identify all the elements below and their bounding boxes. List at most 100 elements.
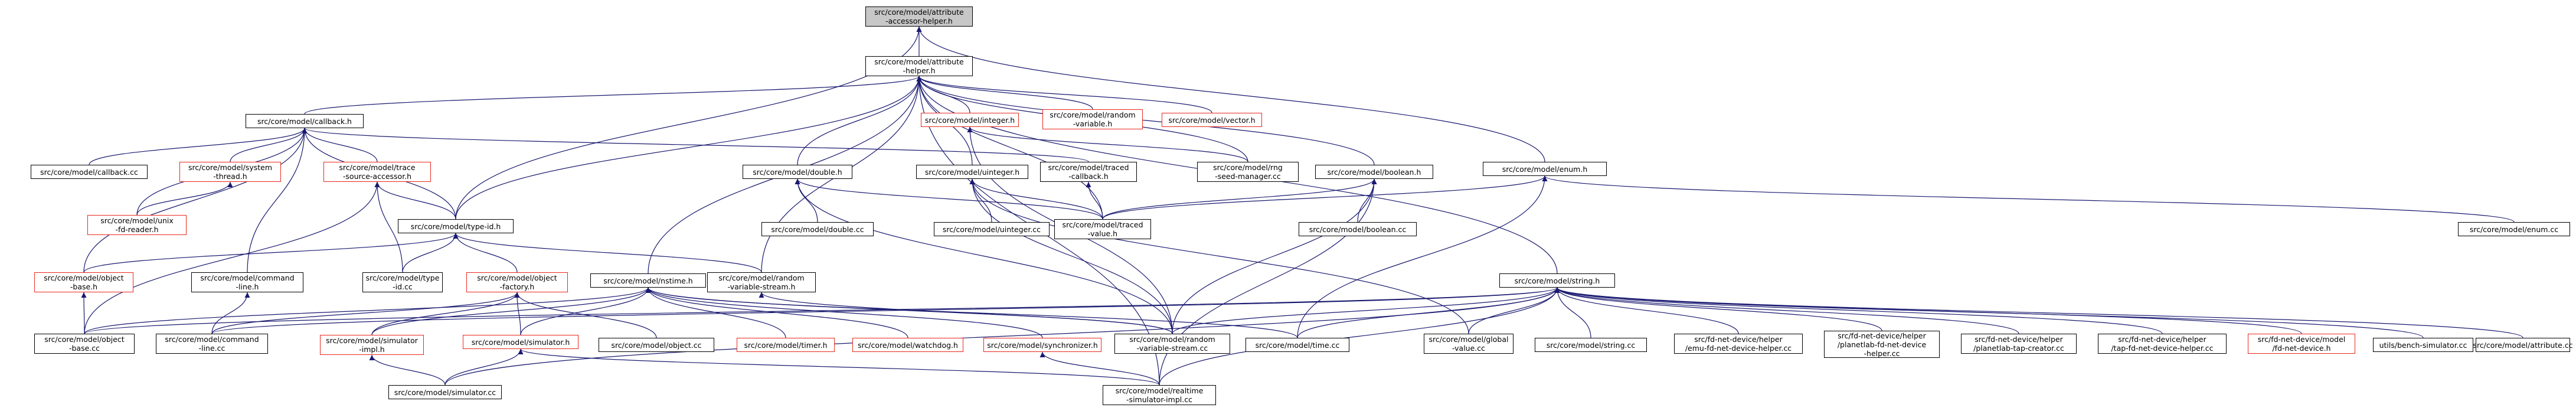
node-uinteger-cc[interactable]: src/core/model/uinteger.cc (934, 222, 1050, 236)
node-global-value-cc[interactable]: src/core/model/global -value.cc (1424, 334, 1513, 354)
edge-rv_stream_cc-to-string_h (1172, 287, 1560, 334)
edge-simulator_h-to-object_factory_h (514, 292, 521, 335)
node-time-cc[interactable]: src/core/model/time.cc (1245, 338, 1349, 352)
edge-type_id_h-to-root (455, 26, 922, 220)
edge-command_line_cc-to-command_line_h (211, 292, 250, 334)
node-callback-cc[interactable]: src/core/model/callback.cc (31, 165, 148, 179)
node-trace-source-accessor-h[interactable]: src/core/model/trace -source-accessor.h (323, 162, 431, 182)
node-traced-value-h[interactable]: src/core/model/traced -value.h (1054, 219, 1151, 239)
node-callback-h[interactable]: src/core/model/callback.h (246, 114, 364, 128)
edge-rv_stream_cc-to-uinteger_h (969, 178, 1173, 334)
node-planetlab-fd-net-device-helper-cc[interactable]: src/fd-net-device/helper /planetlab-fd-n… (1824, 331, 1940, 358)
edge-command_line_h-to-callback_h (247, 128, 308, 273)
node-command-line-h[interactable]: src/core/model/command -line.h (191, 272, 303, 292)
edge-realtime_sim_cc-to-boolean_h (1159, 178, 1377, 386)
edge-sim_impl_h-to-nstime_h (371, 287, 651, 335)
node-simulator-cc[interactable]: src/core/model/simulator.cc (388, 385, 502, 399)
edge-boolean_cc-to-boolean_h (1357, 178, 1377, 223)
node-traced-callback-h[interactable]: src/core/model/traced -callback.h (1040, 162, 1137, 182)
node-random-variable-stream-h[interactable]: src/core/model/random -variable-stream.h (707, 272, 816, 292)
edge-string_cc-to-string_h (1554, 287, 1591, 338)
node-fd-net-device-h[interactable]: src/fd-net-device/model /fd-net-device.h (2248, 334, 2355, 354)
edge-time_cc-to-nstime_h (645, 287, 1298, 338)
node-uinteger-h[interactable]: src/core/model/uinteger.h (916, 165, 1028, 179)
node-timer-h[interactable]: src/core/model/timer.h (737, 338, 835, 352)
node-object-cc[interactable]: src/core/model/object.cc (599, 338, 714, 352)
node-simulator-impl-h[interactable]: src/core/model/simulator -impl.h (320, 335, 424, 355)
edge-enum_h-to-root (916, 26, 1545, 162)
edge-random_var_h-to-ah (916, 76, 1093, 110)
edge-traced_value_h-to-ah (916, 76, 1103, 220)
node-attribute-helper-h[interactable]: src/core/model/attribute -helper.h (865, 56, 973, 76)
edge-rv_stream_cc-to-nstime_h (645, 287, 1173, 334)
edge-sim_impl_h-to-object_factory_h (371, 292, 520, 335)
edge-command_line_cc-to-object_factory_h (211, 292, 520, 334)
edge-object_base_h-to-type_id_h (83, 233, 459, 273)
edge-rng_seed_cc-to-integer_h (967, 126, 1248, 162)
edge-time_cc-to-enum_h (1297, 175, 1548, 338)
node-type-id-cc[interactable]: src/core/model/type -id.cc (362, 272, 443, 292)
node-emu-fd-net-device-helper-cc[interactable]: src/fd-net-device/helper /emu-fd-net-dev… (1674, 334, 1803, 354)
edge-simulator_h-to-nstime_h (520, 287, 651, 335)
node-boolean-cc[interactable]: src/core/model/boolean.cc (1299, 222, 1417, 236)
edge-callback_h-to-ah (304, 76, 922, 115)
node-rng-seed-manager-cc[interactable]: src/core/model/rng -seed-manager.cc (1197, 162, 1299, 182)
edge-planetlab_fd_cc-to-string_h (1554, 287, 1882, 331)
node-double-h[interactable]: src/core/model/double.h (743, 165, 852, 179)
node-double-cc[interactable]: src/core/model/double.cc (761, 222, 874, 236)
node-simulator-h[interactable]: src/core/model/simulator.h (463, 335, 578, 349)
node-string-h[interactable]: src/core/model/string.h (1499, 273, 1615, 288)
node-enum-cc[interactable]: src/core/model/enum.cc (2458, 222, 2570, 236)
node-command-line-cc[interactable]: src/core/model/command -line.cc (156, 334, 268, 354)
node-random-variable-h[interactable]: src/core/model/random -variable.h (1042, 109, 1143, 129)
node-boolean-h[interactable]: src/core/model/boolean.h (1315, 165, 1433, 179)
edge-type_id_cc-to-trace_src_h (374, 181, 403, 273)
edge-enum_cc-to-enum_h (1542, 175, 2515, 223)
edge-type_id_h-to-ah (455, 76, 922, 220)
edge-realtime_sim_cc-to-string_h (1159, 287, 1560, 386)
node-enum-h[interactable]: src/core/model/enum.h (1483, 162, 1607, 176)
edge-object_base_cc-to-trace_src_h (84, 181, 380, 334)
edge-type_id_cc-to-type_id_h (402, 233, 459, 273)
edge-double_cc-to-double_h (795, 178, 818, 223)
node-realtime-simulator-impl-cc[interactable]: src/core/model/realtime -simulator-impl.… (1103, 385, 1216, 405)
node-nstime-h[interactable]: src/core/model/nstime.h (590, 273, 706, 288)
edge-traced_value_h-to-uinteger_h (969, 178, 1103, 220)
node-random-variable-stream-cc[interactable]: src/core/model/random -variable-stream.c… (1114, 334, 1230, 354)
node-object-base-cc[interactable]: src/core/model/object -base.cc (34, 334, 135, 354)
node-planetlab-tap-creator-cc[interactable]: src/fd-net-device/helper /planetlab-tap-… (1961, 334, 2077, 354)
edge-traced_value_h-to-boolean_h (1102, 178, 1377, 220)
node-string-cc[interactable]: src/core/model/string.cc (1535, 338, 1647, 352)
node-attribute-cc[interactable]: src/core/model/attribute.cc (2473, 338, 2573, 352)
edge-synchronizer_h-to-nstime_h (645, 287, 1043, 338)
node-tap-fd-net-device-helper-cc[interactable]: src/fd-net-device/helper /tap-fd-net-dev… (2098, 334, 2227, 354)
edge-global_value_cc-to-uinteger_h (969, 178, 1469, 334)
node-watchdog-h[interactable]: src/core/model/watchdog.h (852, 338, 963, 352)
node-system-thread-h[interactable]: src/core/model/system -thread.h (179, 162, 281, 182)
edge-system_thread_h-to-callback_h (230, 128, 308, 162)
node-object-base-h[interactable]: src/core/model/object -base.h (34, 272, 133, 292)
edge-callback_cc-to-callback_h (89, 128, 308, 165)
edge-rv_stream_cc-to-boolean_h (1172, 178, 1377, 334)
node-unix-fd-reader-h[interactable]: src/core/model/unix -fd-reader.h (87, 215, 187, 235)
edge-emu_fd_cc-to-string_h (1554, 287, 1739, 334)
edge-simulator_cc-to-sim_impl_h (369, 354, 446, 386)
edge-type_id_h-to-trace_src_h (374, 181, 456, 220)
edge-rv_stream_cc-to-rv_stream_h (759, 292, 1173, 334)
edge-traced_value_h-to-double_h (795, 178, 1103, 220)
node-bench-simulator-cc[interactable]: utils/bench-simulator.cc (2373, 338, 2473, 352)
edge-simulator_cc-to-simulator_h (444, 348, 524, 386)
node-synchronizer-h[interactable]: src/core/model/synchronizer.h (983, 338, 1101, 352)
node-vector-h[interactable]: src/core/model/vector.h (1162, 113, 1262, 127)
node-type-id-h[interactable]: src/core/model/type-id.h (398, 219, 514, 233)
node-object-factory-h[interactable]: src/core/model/object -factory.h (466, 272, 568, 292)
edge-realtime_sim_cc-to-synchronizer_h (1039, 351, 1160, 386)
node-integer-h[interactable]: src/core/model/integer.h (921, 113, 1019, 127)
edge-bench_sim_cc-to-string_h (1554, 287, 2424, 338)
edge-traced_cb_h-to-callback_h (302, 128, 1089, 162)
edge-object_base_h-to-callback_h (83, 128, 308, 273)
edge-timer_h-to-nstime_h (645, 287, 786, 338)
edge-object_factory_h-to-type_id_h (453, 233, 518, 273)
edge-simulator_cc-to-string_h (444, 287, 1560, 386)
